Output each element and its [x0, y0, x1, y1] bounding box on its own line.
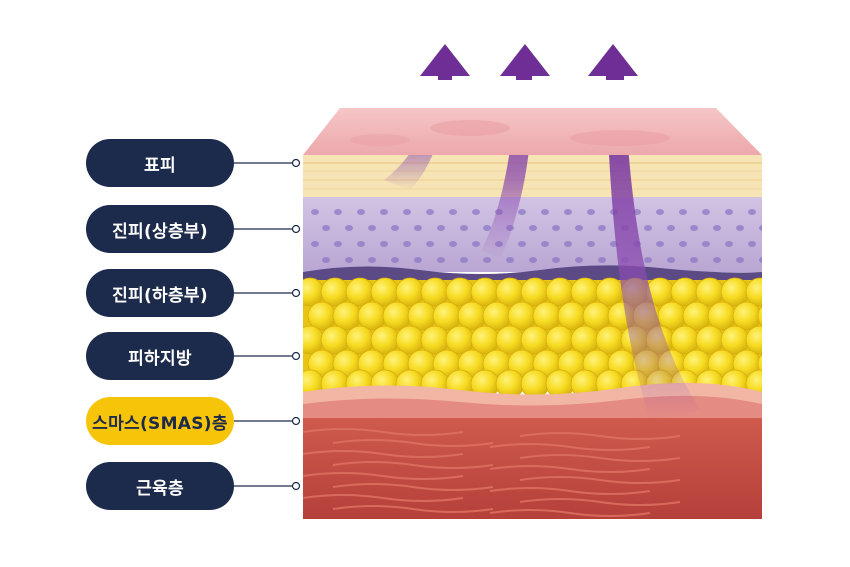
arrowhead-left [420, 44, 470, 76]
label-subcutaneous-fat: 피하지방 [86, 332, 234, 380]
skin-top-surface [303, 108, 762, 155]
fat-cells [303, 277, 762, 399]
muscle-layer [303, 418, 762, 519]
arrowhead-right [588, 44, 638, 76]
label-smas: 스마스(SMAS)층 [86, 397, 234, 445]
label-muscle: 근육층 [86, 462, 234, 510]
dermis-dots [311, 209, 762, 263]
arrow-right [609, 155, 700, 420]
epidermis-layer [303, 155, 762, 197]
arrowhead-middle [500, 44, 550, 76]
label-dermis-lower: 진피(하층부) [86, 269, 234, 317]
arrow-left [384, 155, 433, 190]
muscle-fibers [303, 428, 681, 517]
heat-arrows [384, 155, 700, 420]
label-dermis-upper: 진피(상층부) [86, 205, 234, 253]
label-epidermis: 표피 [86, 139, 234, 187]
leader-lines [234, 158, 301, 491]
arrow-middle [482, 155, 529, 260]
